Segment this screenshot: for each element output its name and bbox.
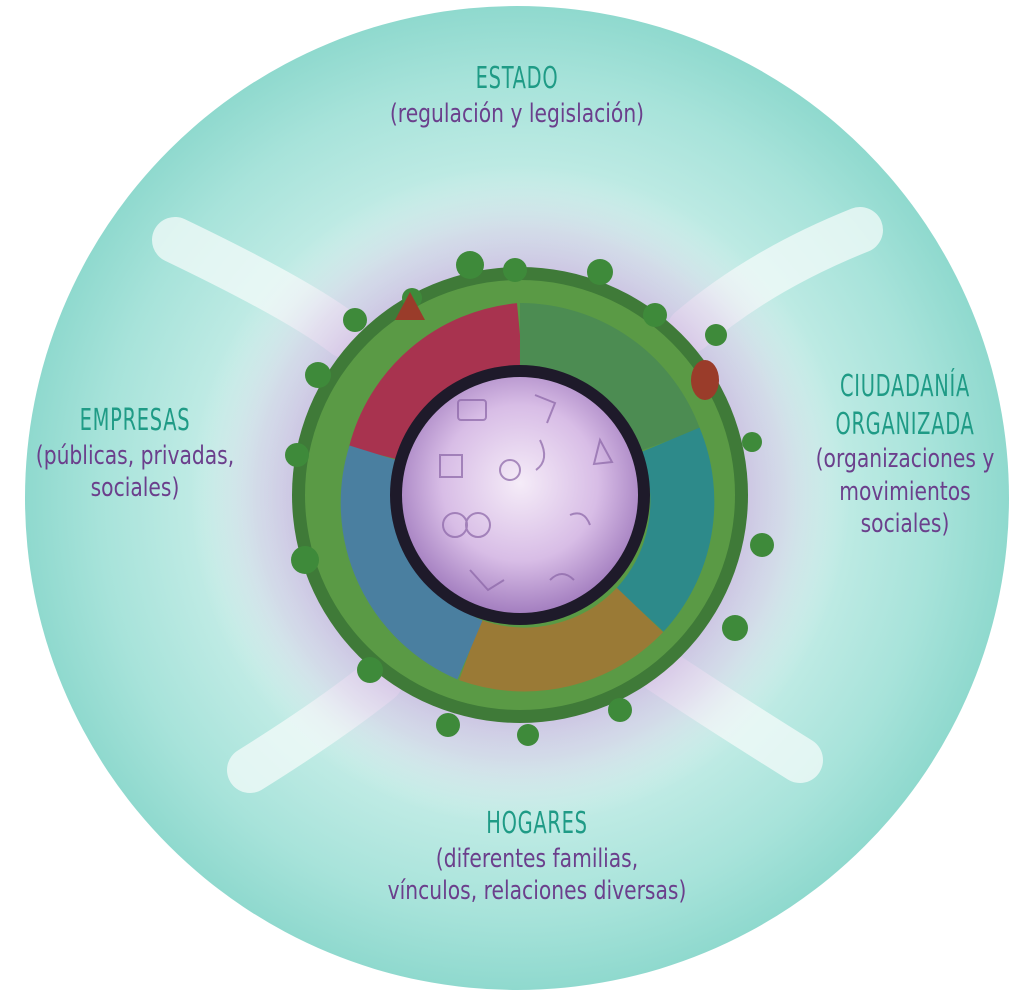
globe-with-hands-icon [402,377,638,613]
sector-hogares: HOGARES (diferentes familias, vínculos, … [327,805,747,908]
sector-title: HOGARES [386,805,688,843]
sector-estado: ESTADO (regulación y legislación) [317,60,717,130]
sector-description: (públicas, privadas, sociales) [30,440,241,505]
sector-title: CIUDADANÍA ORGANIZADA [811,368,998,443]
sector-description: (organizaciones y movimientos sociales) [804,443,1007,541]
sector-empresas: EMPRESAS (públicas, privadas, sociales) [0,402,270,505]
sector-description: (diferentes familias, vínculos, relacion… [373,843,701,908]
sector-description: (regulación y legislación) [361,98,673,131]
sector-title: EMPRESAS [38,402,232,440]
sector-ciudadania: CIUDADANÍA ORGANIZADA (organizaciones y … [775,368,1035,541]
sector-title: ESTADO [373,60,661,98]
